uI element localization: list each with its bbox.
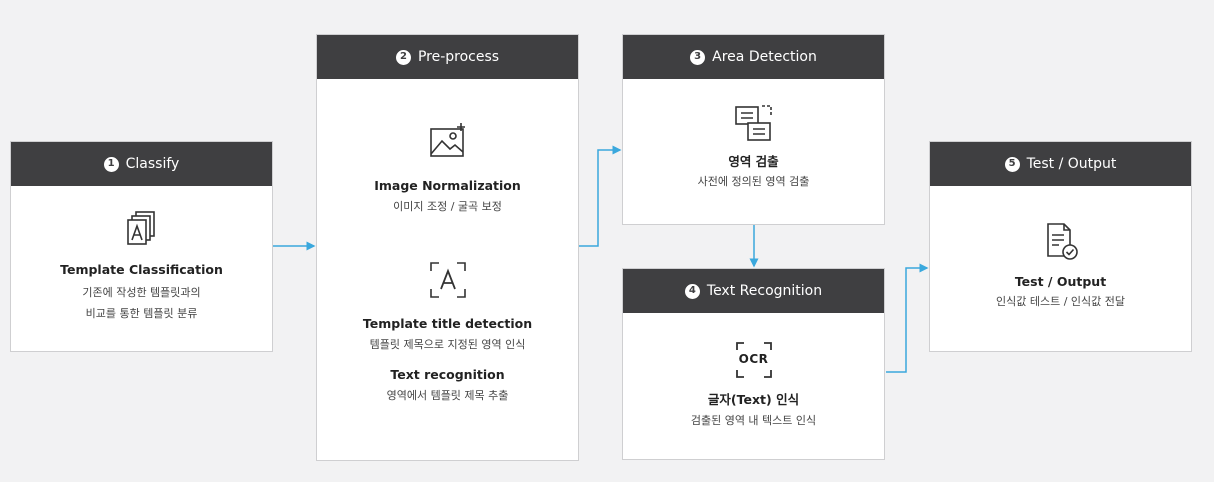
step-number-badge: 5 bbox=[1004, 156, 1020, 172]
step-title: Area Detection bbox=[712, 49, 817, 65]
item-title: Test / Output bbox=[1014, 274, 1107, 289]
item-desc-line: 기존에 작성한 템플릿과의 bbox=[82, 286, 201, 299]
text-recognition-item: OCR 글자(Text) 인식 검출된 영역 내 텍스트 인식 bbox=[623, 339, 884, 431]
step-title: Text Recognition bbox=[706, 283, 823, 299]
stacked-document-icon bbox=[126, 211, 155, 245]
item-desc-line: 영역에서 템플릿 제목 추출 bbox=[386, 389, 509, 402]
item-title: 글자(Text) 인식 bbox=[707, 392, 800, 407]
step-preprocess-box: 2 Pre-process Image Normalization 이미지 조정… bbox=[316, 34, 579, 461]
item-desc-line: 검출된 영역 내 텍스트 인식 bbox=[690, 414, 817, 427]
step-text-recognition-header: 4 Text Recognition bbox=[623, 269, 884, 313]
preprocess-item-normalization: Image Normalization 이미지 조정 / 굴곡 보정 bbox=[317, 121, 578, 217]
classify-item: Template Classification 기존에 작성한 템플릿과의 비교… bbox=[11, 209, 272, 324]
step-preprocess-header: 2 Pre-process bbox=[317, 35, 578, 79]
step-test-output-header: 5 Test / Output bbox=[930, 142, 1191, 186]
step-area-detection-box: 3 Area Detection 영역 검출 사전에 정의된 영역 검출 bbox=[622, 34, 885, 225]
step-number-badge: 4 bbox=[684, 283, 700, 299]
item-title: 영역 검출 bbox=[728, 154, 779, 169]
step-title: Test / Output bbox=[1026, 156, 1117, 172]
step-title: Pre-process bbox=[417, 49, 500, 65]
step-classify-box: 1 Classify Template Classification 기존에 작… bbox=[10, 141, 273, 352]
preprocess-item-title-detection: Template title detection 템플릿 제목으로 지정된 영역… bbox=[317, 259, 578, 355]
ocr-icon: OCR bbox=[733, 339, 775, 381]
item-desc-line: 인식값 테스트 / 인식값 전달 bbox=[995, 295, 1125, 308]
step-title: Classify bbox=[125, 156, 180, 172]
arrow-text-to-output bbox=[886, 263, 929, 373]
item-desc-line: 이미지 조정 / 굴곡 보정 bbox=[393, 200, 502, 213]
letter-frame-icon bbox=[429, 262, 466, 298]
step-area-detection-header: 3 Area Detection bbox=[623, 35, 884, 79]
item-title: Text recognition bbox=[390, 367, 505, 382]
item-title: Template title detection bbox=[362, 316, 533, 331]
image-frame-icon bbox=[429, 123, 465, 157]
area-detection-item: 영역 검출 사전에 정의된 영역 검출 bbox=[623, 103, 884, 192]
step-number-badge: 3 bbox=[690, 49, 706, 65]
preprocess-item-text-recognition: Text recognition 영역에서 템플릿 제목 추출 bbox=[317, 366, 578, 406]
ocr-icon-label: OCR bbox=[738, 352, 769, 366]
step-classify-header: 1 Classify bbox=[11, 142, 272, 186]
step-test-output-box: 5 Test / Output Test / Output 인식값 테스트 / … bbox=[929, 141, 1192, 352]
test-output-item: Test / Output 인식값 테스트 / 인식값 전달 bbox=[930, 220, 1191, 312]
item-desc-line: 사전에 정의된 영역 검출 bbox=[697, 175, 810, 188]
arrow-preprocess-to-area bbox=[579, 145, 622, 247]
document-check-icon bbox=[1046, 223, 1078, 260]
item-title: Template Classification bbox=[60, 262, 223, 277]
area-detect-icon bbox=[734, 105, 772, 141]
step-text-recognition-box: 4 Text Recognition OCR 글자(Text) 인식 검출된 영… bbox=[622, 268, 885, 460]
step-number-badge: 2 bbox=[395, 49, 411, 65]
item-desc-line: 비교를 통한 템플릿 분류 bbox=[85, 307, 198, 320]
step-number-badge: 1 bbox=[103, 156, 119, 172]
item-title: Image Normalization bbox=[374, 178, 521, 193]
item-desc-line: 템플릿 제목으로 지정된 영역 인식 bbox=[369, 338, 526, 351]
